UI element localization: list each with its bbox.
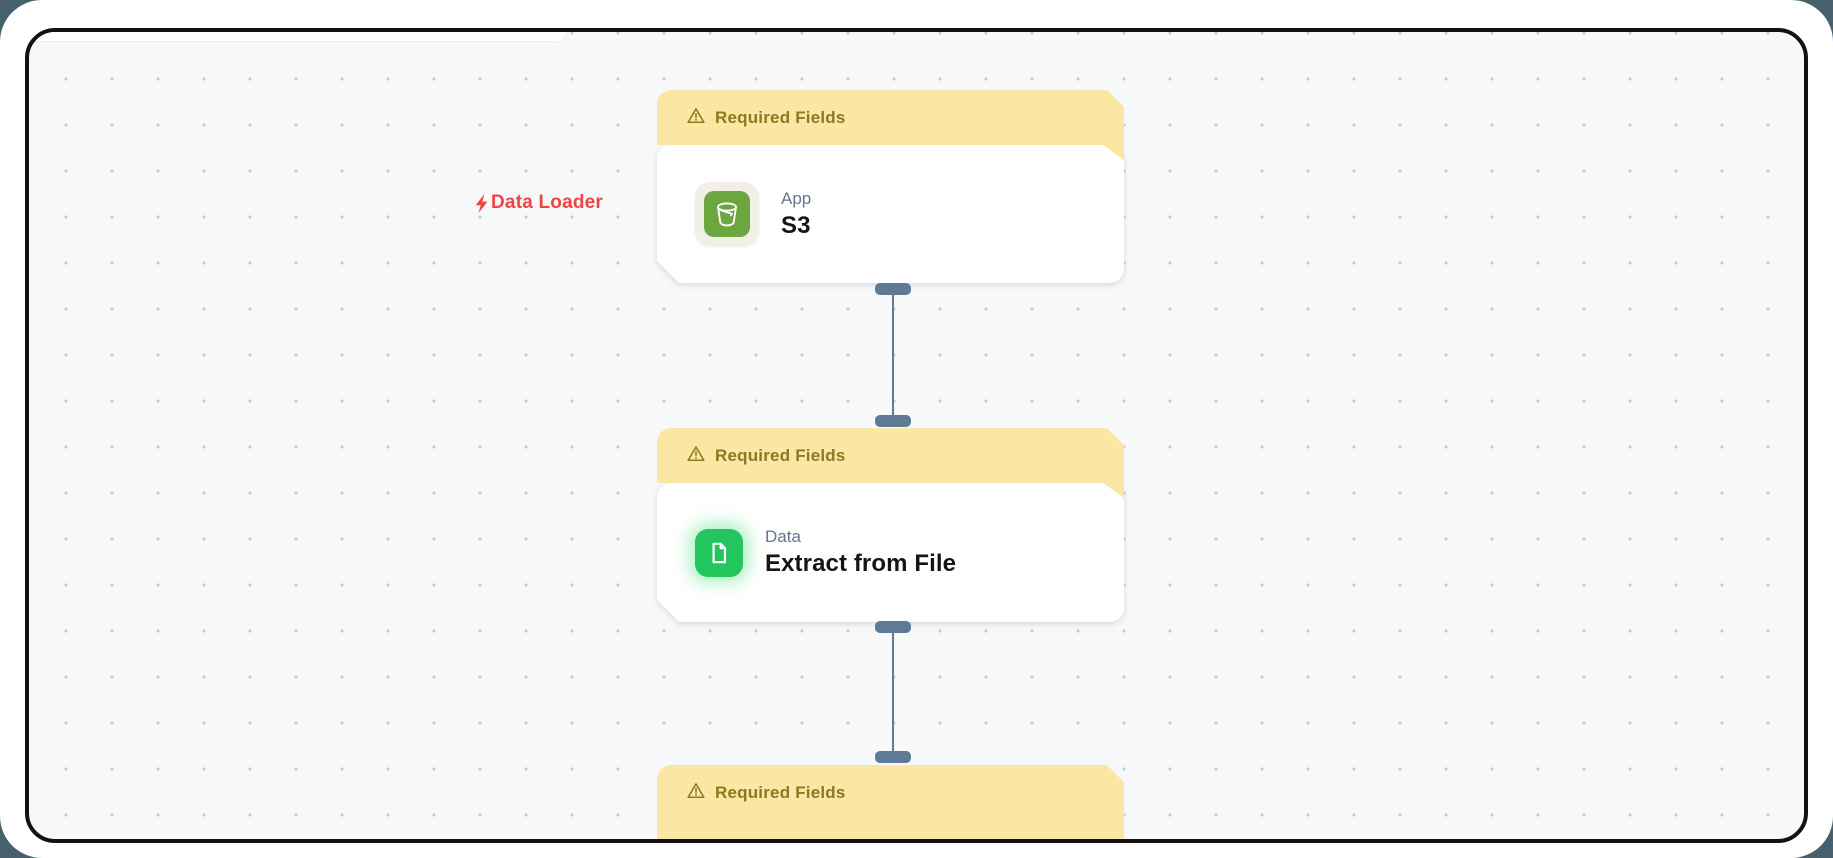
connection-handle[interactable] bbox=[875, 415, 911, 427]
workflow-canvas[interactable]: Data Loader Required Fields bbox=[25, 28, 1808, 843]
node-title: Extract from File bbox=[765, 550, 957, 578]
connection-handle[interactable] bbox=[875, 283, 911, 295]
node-category: Data bbox=[765, 527, 801, 547]
node-s3[interactable]: Required Fields bbox=[657, 90, 1124, 315]
group-label-text: Data Loader bbox=[491, 192, 604, 213]
warning-triangle-icon bbox=[687, 107, 705, 129]
group-label-data-loader[interactable]: Data Loader bbox=[473, 192, 603, 214]
node-card-s3[interactable]: App S3 bbox=[657, 145, 1124, 283]
connection-handle[interactable] bbox=[875, 751, 911, 763]
warning-triangle-icon bbox=[687, 445, 705, 467]
node-card-extract[interactable]: Data Extract from File bbox=[657, 483, 1124, 622]
warning-triangle-icon bbox=[687, 782, 705, 804]
connection-handle[interactable] bbox=[875, 621, 911, 633]
lightning-bolt-icon bbox=[473, 193, 490, 214]
connector-line bbox=[892, 627, 894, 758]
file-document-icon bbox=[695, 529, 743, 577]
node-icon-plate bbox=[695, 182, 759, 246]
connector-line bbox=[892, 289, 894, 422]
required-fields-banner: Required Fields bbox=[657, 765, 1124, 843]
s3-bucket-icon bbox=[704, 191, 750, 237]
node-partial-bottom[interactable]: Required Fields bbox=[657, 765, 1124, 843]
node-category: App bbox=[781, 188, 812, 208]
node-extract-from-file[interactable]: Required Fields Data Extract from File bbox=[657, 428, 1124, 653]
node-title: S3 bbox=[781, 211, 811, 239]
banner-label: Required Fields bbox=[715, 445, 846, 465]
banner-label: Required Fields bbox=[715, 782, 846, 802]
banner-label: Required Fields bbox=[715, 107, 846, 127]
clipped-panel-edge bbox=[29, 32, 566, 41]
